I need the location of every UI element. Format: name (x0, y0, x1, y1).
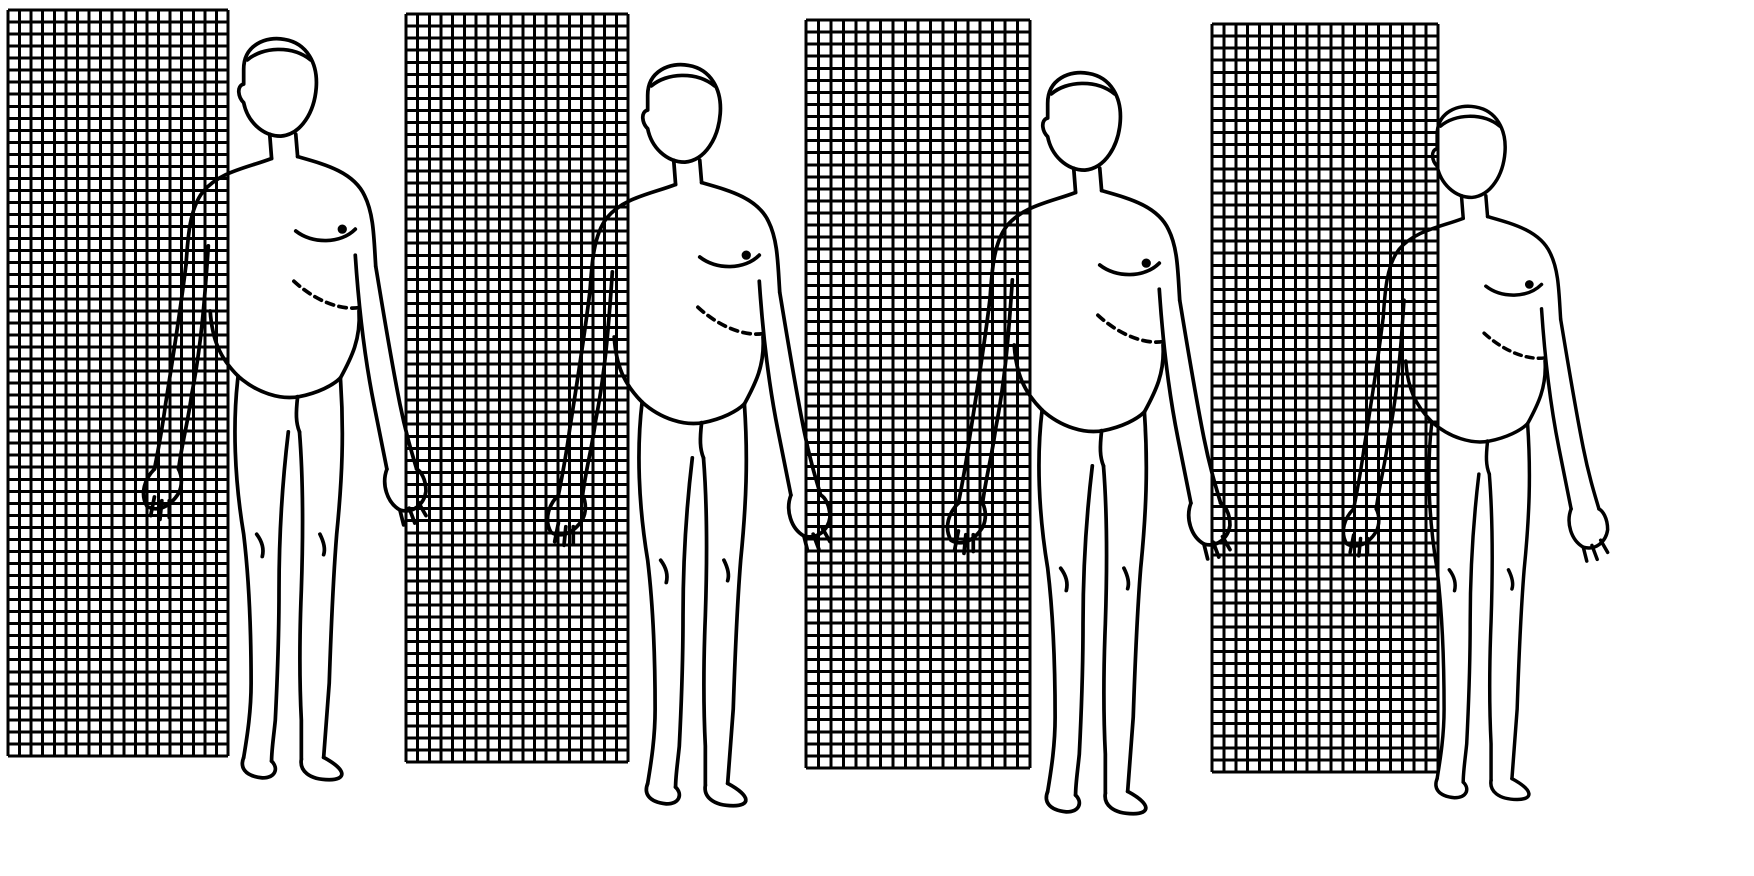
grid-overlay (1212, 24, 1438, 772)
figure-panel-2 (406, 14, 830, 806)
grid-overlay (806, 20, 1030, 768)
figure-panel-1 (8, 10, 426, 780)
figure-panels (8, 10, 1608, 814)
human-figure-outline (948, 73, 1230, 814)
grid-overlay (406, 14, 628, 762)
figure-panel-3 (806, 20, 1230, 814)
figure-panel-4 (1212, 24, 1608, 799)
grid-overlay (8, 10, 228, 756)
human-figure-outline (548, 65, 830, 806)
human-figure-outline (1343, 106, 1607, 799)
human-figure-outline (144, 39, 426, 780)
